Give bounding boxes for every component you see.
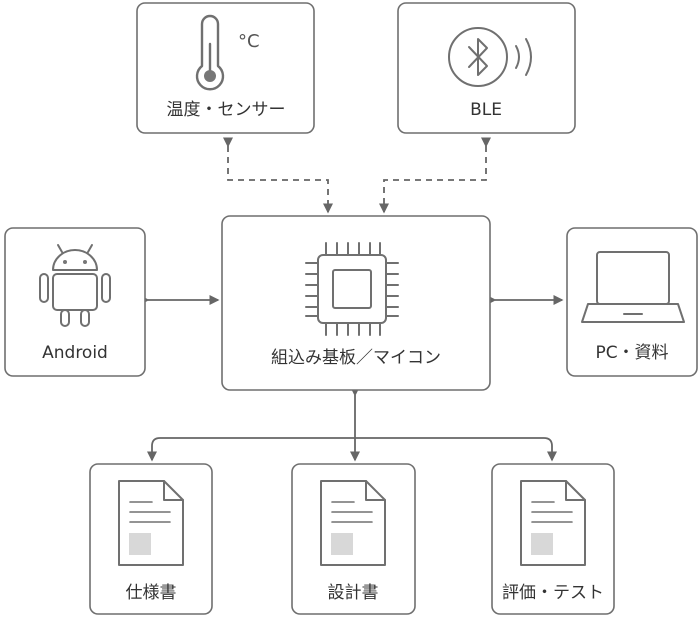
document-icon — [118, 480, 184, 566]
node-temperature-sensor: °C 温度・センサー — [136, 2, 315, 134]
temperature-unit-label: °C — [238, 31, 260, 52]
bluetooth-icon — [448, 27, 532, 87]
node-android: Android — [4, 227, 146, 377]
document-icon — [320, 480, 386, 566]
android-label: Android — [42, 343, 108, 363]
ble-label: BLE — [470, 100, 502, 120]
connector-branch-spec — [147, 437, 355, 462]
node-test: 評価・テスト — [491, 463, 615, 615]
node-design: 設計書 — [291, 463, 416, 615]
chip-icon — [305, 242, 399, 336]
test-label: 評価・テスト — [502, 583, 604, 603]
connector-ble-board — [379, 137, 491, 214]
connector-sensor-board — [223, 137, 333, 214]
connector-branch-test — [355, 437, 557, 462]
connectors — [139, 137, 564, 462]
temperature-sensor-label: 温度・センサー — [167, 100, 286, 120]
node-pc: PC・資料 — [566, 227, 698, 377]
node-ble: BLE — [397, 2, 576, 134]
design-label: 設計書 — [328, 583, 379, 603]
board-label: 組込み基板／マイコン — [271, 348, 441, 368]
node-spec: 仕様書 — [89, 463, 213, 615]
node-board: 組込み基板／マイコン — [221, 215, 491, 391]
laptop-icon — [581, 251, 685, 323]
spec-label: 仕様書 — [126, 583, 177, 603]
thermometer-icon — [195, 14, 225, 91]
android-icon — [39, 244, 111, 327]
pc-label: PC・資料 — [595, 343, 668, 363]
document-icon — [520, 480, 586, 566]
